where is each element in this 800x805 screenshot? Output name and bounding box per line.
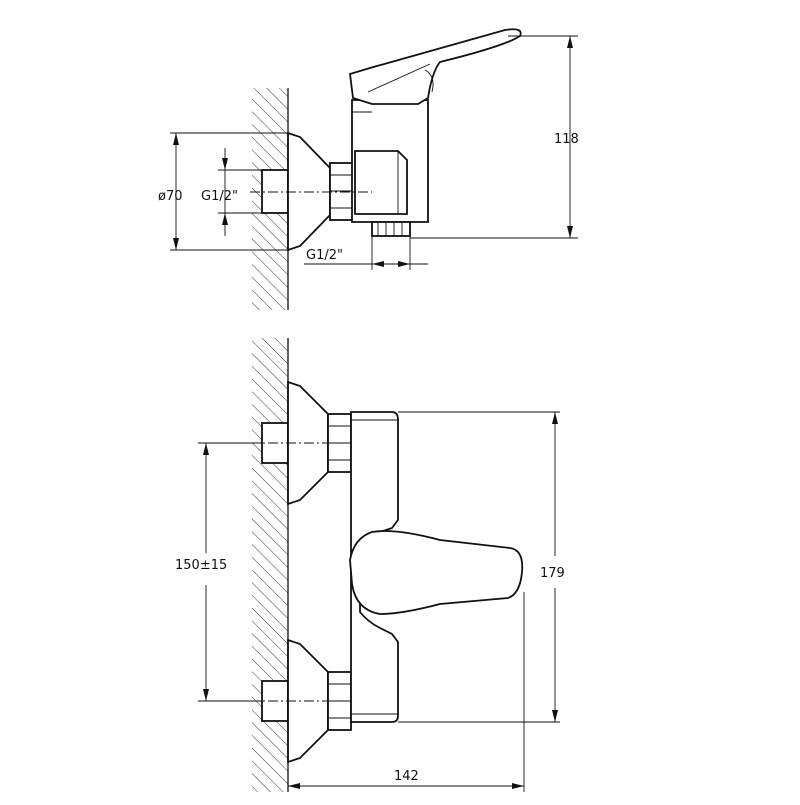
front-lower-inlet [250,638,372,764]
side-inlet-stub [261,169,289,214]
side-hex-nut [329,162,354,221]
side-escutcheon [287,131,331,252]
front-view: 150±15 179 142 [175,338,565,792]
front-wall-hatch [252,338,288,792]
front-upper-inlet [250,380,372,506]
dim-118-label: 118 [554,132,579,147]
dim-inlet-thread-label: G1/2" [201,189,238,204]
front-lever-handle [349,530,524,615]
side-lever-handle [349,28,522,105]
side-outlet-thread [371,221,411,237]
dim-179-label: 179 [540,566,565,581]
dim-142-label: 142 [394,769,419,784]
side-view: 118 ø70 G1/2" G1/2" [158,28,579,310]
dim-70-label: ø70 [158,189,183,204]
front-valve-body [350,411,399,723]
dim-150-label: 150±15 [175,558,227,573]
dim-outlet-thread-label: G1/2" [306,248,343,263]
